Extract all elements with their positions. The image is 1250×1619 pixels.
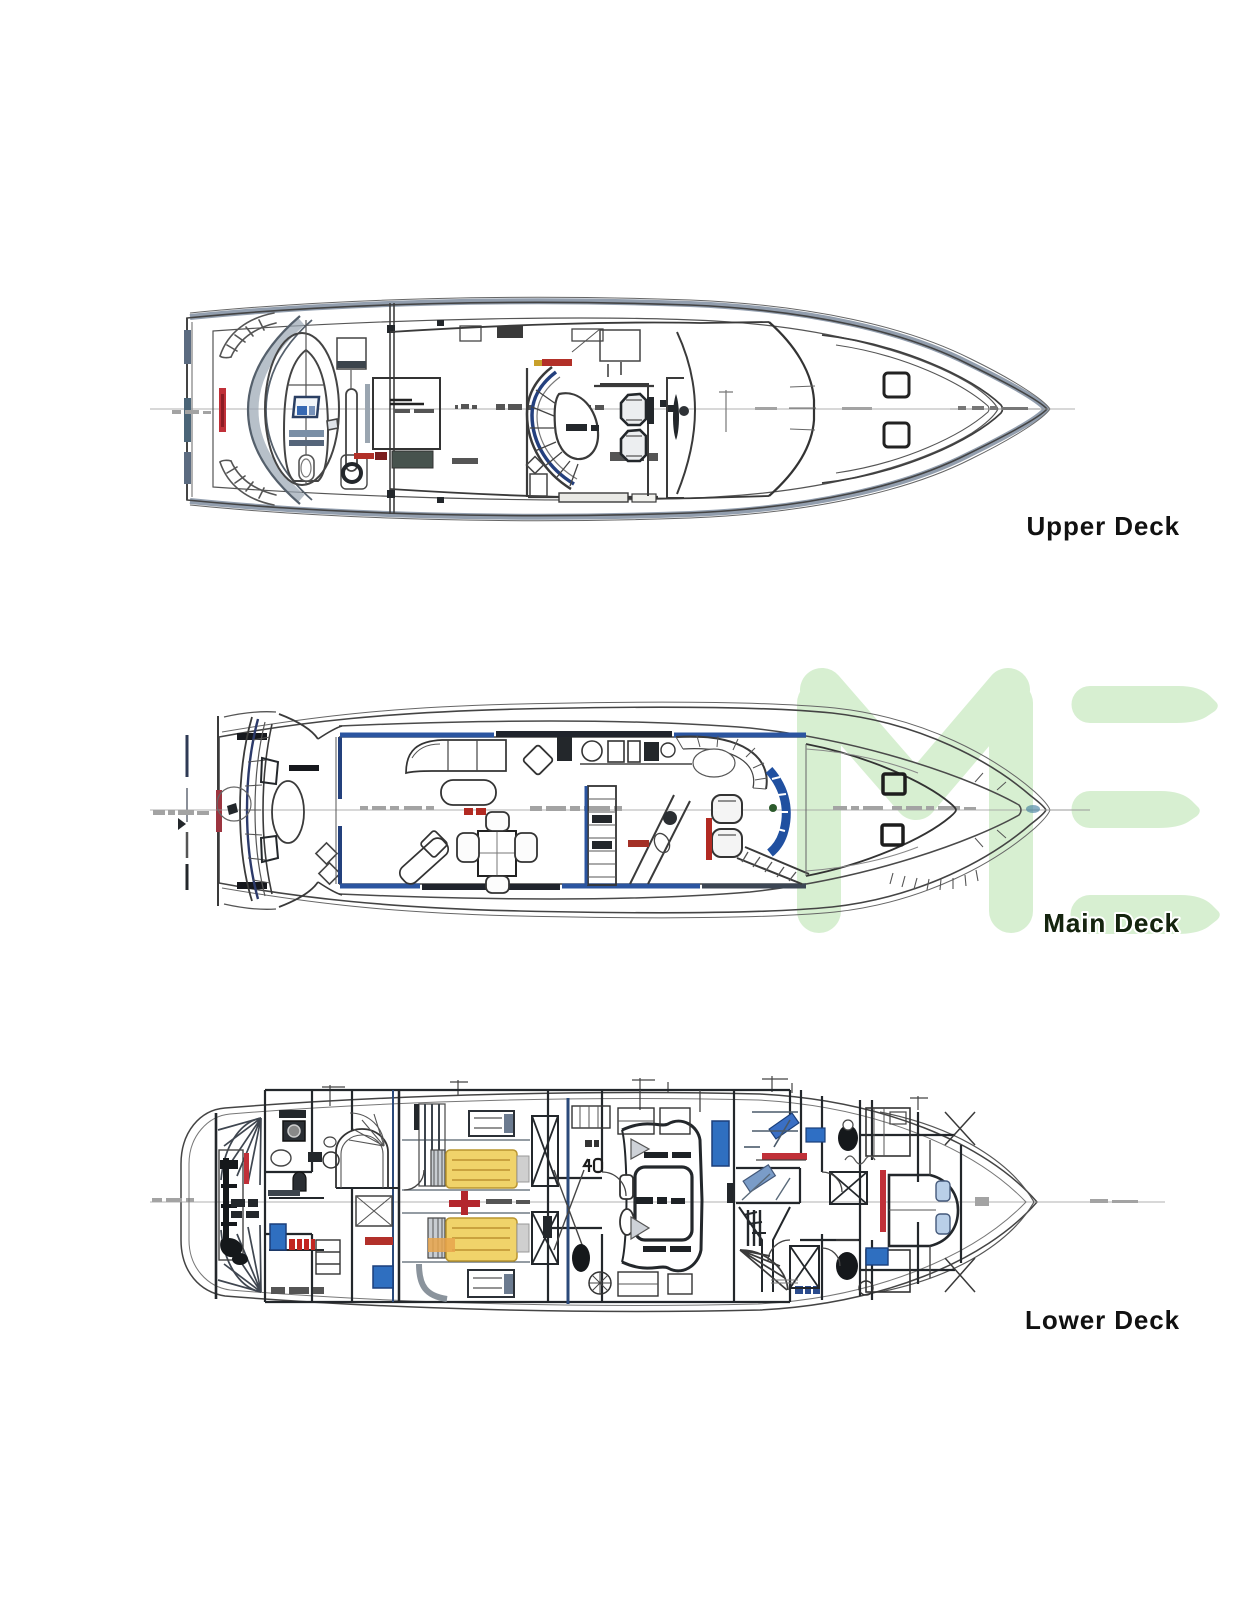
svg-text:Main Deck: Main Deck [1043,908,1180,938]
svg-text:Upper Deck: Upper Deck [1027,511,1181,541]
svg-text:Main Deck: Main Deck [1043,908,1180,938]
svg-text:Lower Deck: Lower Deck [1025,1305,1180,1335]
